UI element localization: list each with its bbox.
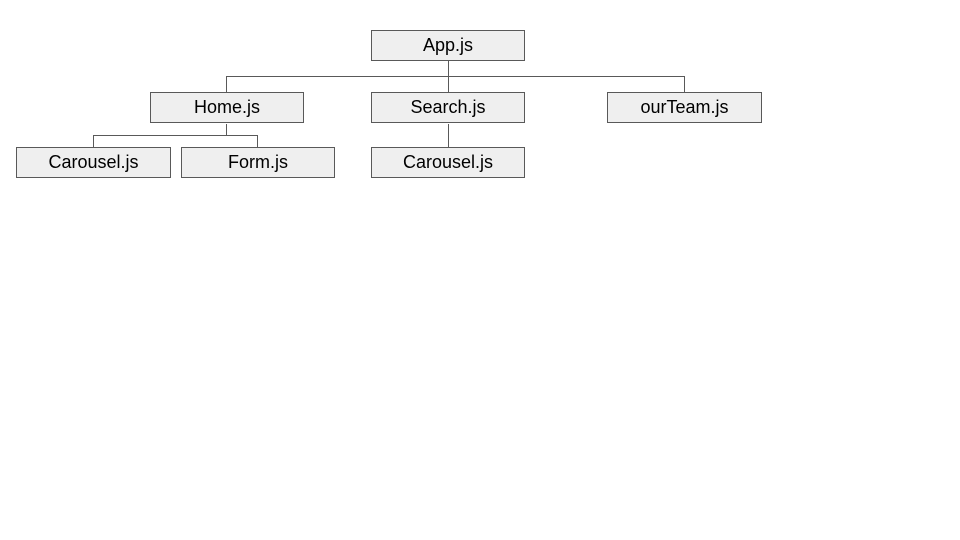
- node-home-carousel: Carousel.js: [16, 147, 171, 178]
- connector-to-search-carousel: [448, 124, 449, 147]
- node-app: App.js: [371, 30, 525, 61]
- connector-home-children-bus: [93, 135, 258, 136]
- node-search: Search.js: [371, 92, 525, 123]
- connector-to-home-carousel: [93, 135, 94, 147]
- node-home-form: Form.js: [181, 147, 335, 178]
- connector-to-our-team: [684, 76, 685, 92]
- connector-app-children-bus: [226, 76, 685, 77]
- node-home: Home.js: [150, 92, 304, 123]
- node-search-carousel: Carousel.js: [371, 147, 525, 178]
- connector-app-trunk: [448, 61, 449, 77]
- connector-home-trunk: [226, 124, 227, 136]
- node-our-team: ourTeam.js: [607, 92, 762, 123]
- connector-to-home: [226, 76, 227, 92]
- connector-to-search: [448, 76, 449, 92]
- connector-to-home-form: [257, 135, 258, 147]
